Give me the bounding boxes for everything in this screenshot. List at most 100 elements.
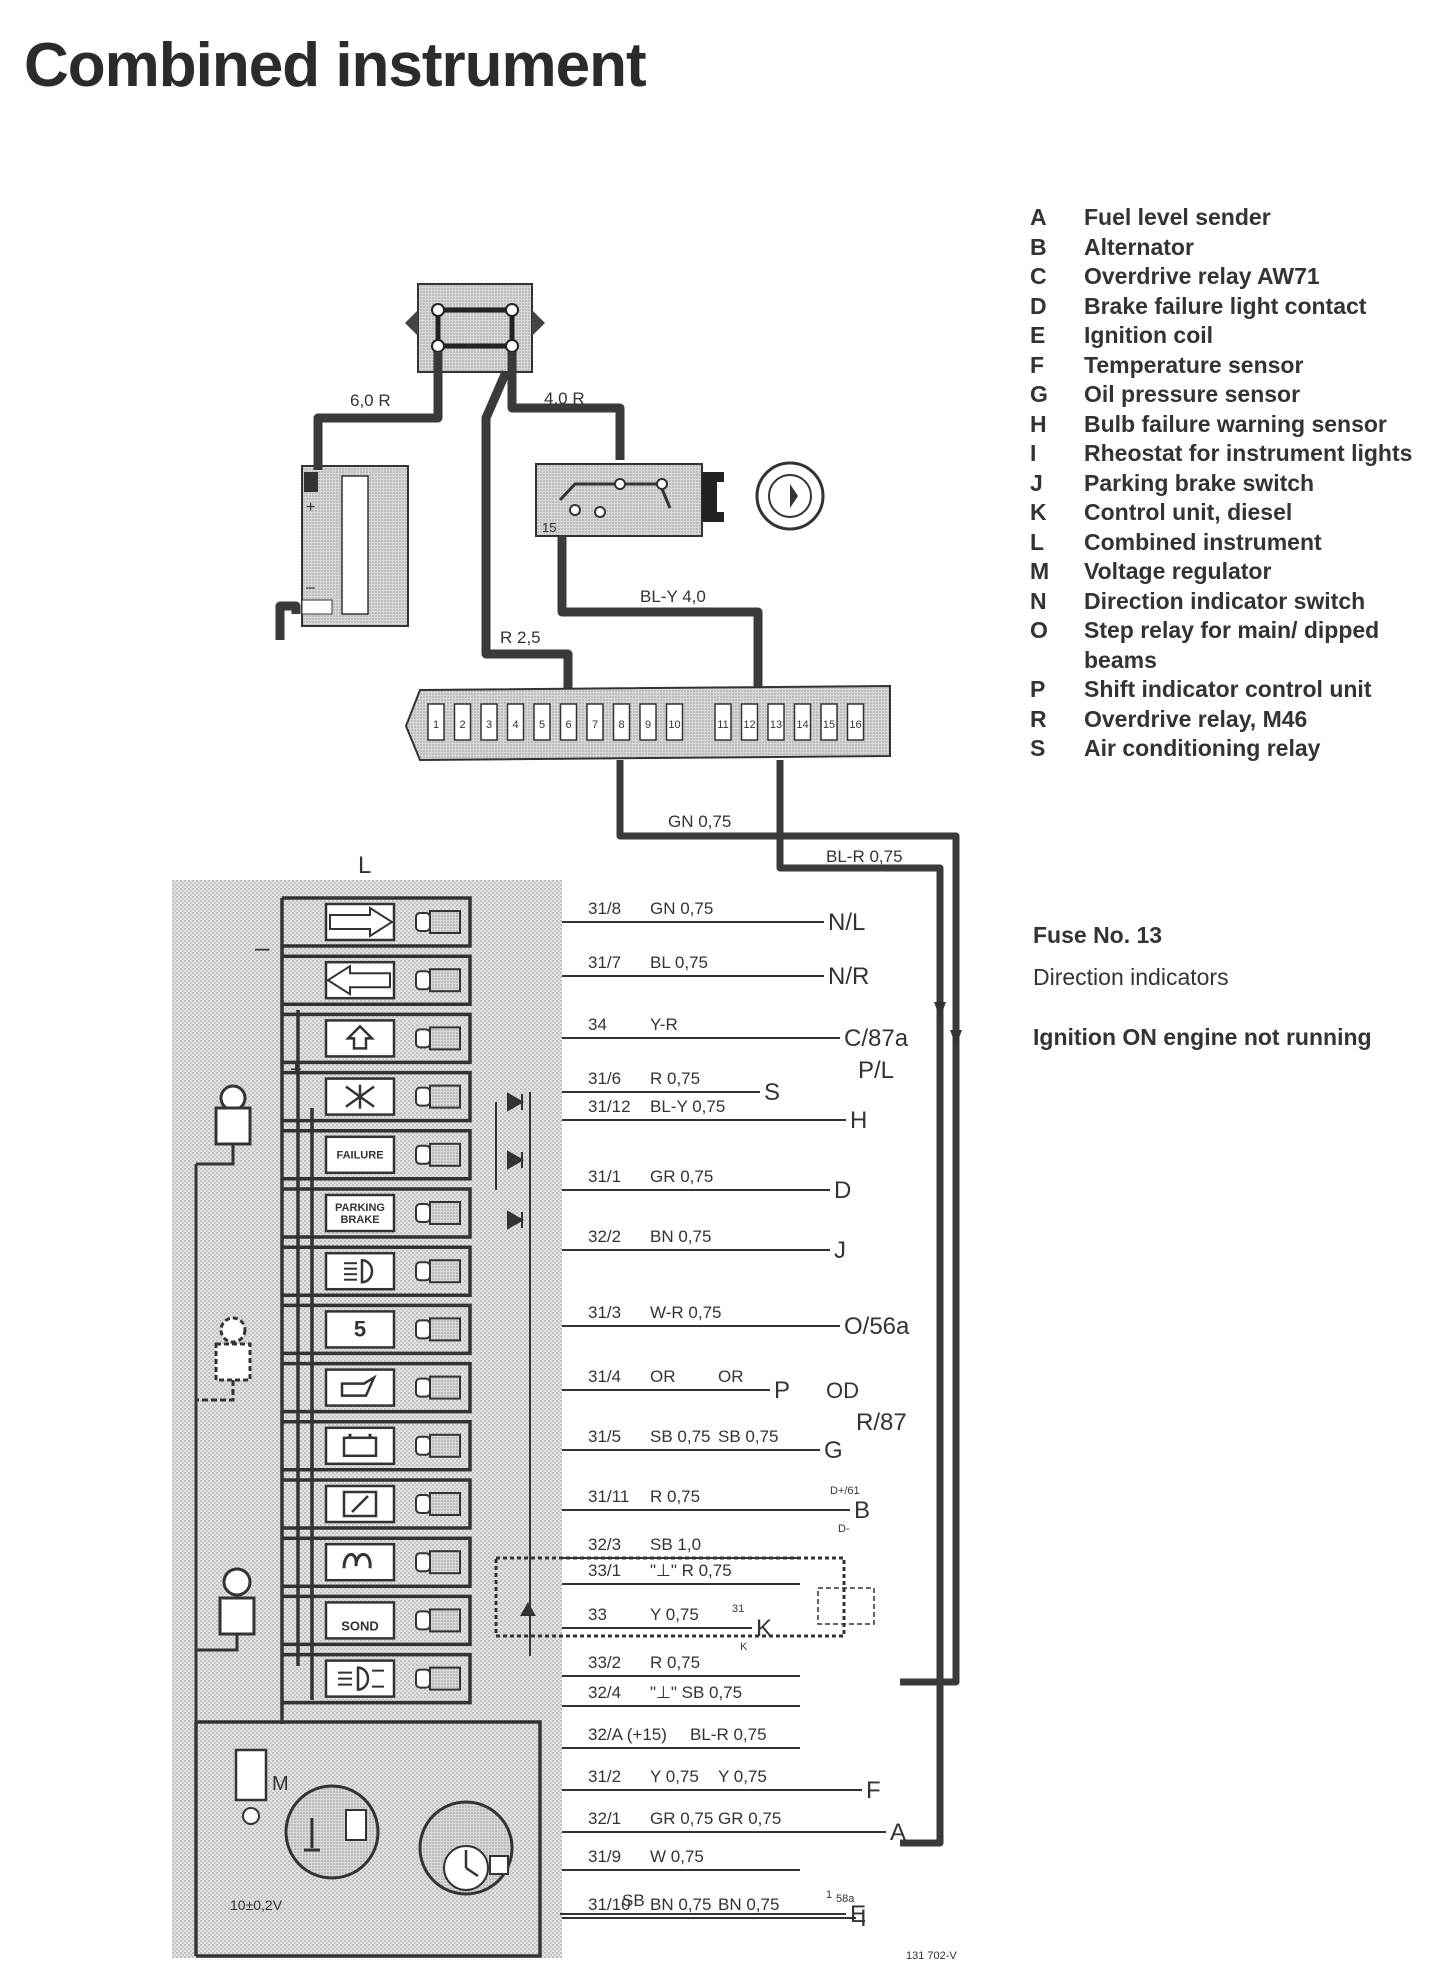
fuse-description: Direction indicators — [1033, 964, 1229, 990]
wire-color-secondary: GR 0,75 — [718, 1809, 781, 1828]
voltage-label: 10±0,2V — [230, 1897, 283, 1913]
legend-item: P Shift indicator control unit — [1030, 675, 1420, 705]
wire-color-secondary: BN 0,75 — [718, 1895, 779, 1914]
wire-pin: 31/10 — [588, 1895, 631, 1914]
legend-key: N — [1030, 587, 1047, 614]
fuse-number: 14 — [796, 719, 808, 731]
terminal-label: D+/61 — [830, 1485, 860, 1497]
top-power-wires — [275, 352, 763, 700]
fuse-number: 11 — [717, 719, 728, 731]
wire-color: BN 0,75 — [650, 1227, 711, 1246]
wire-color-secondary: OR — [718, 1367, 744, 1386]
legend-key: L — [1030, 528, 1045, 555]
ac-icon — [345, 1084, 375, 1109]
wire-color: R 0,75 — [650, 1069, 700, 1088]
fuse-slot: 13 — [767, 703, 785, 741]
wire-run: 33/1"⊥" R 0,75 — [562, 1561, 800, 1585]
legend-key: A — [1030, 204, 1047, 230]
main-beam-icon — [344, 1258, 374, 1284]
glow-icon — [342, 1552, 372, 1569]
legend-item: R Overdrive relay, M46 — [1030, 705, 1420, 735]
fuse-slot: 6 — [559, 703, 578, 741]
ignition-note: Ignition ON engine not running — [1033, 1024, 1372, 1050]
telltale-oil — [282, 1361, 472, 1414]
fuse-slot: 4 — [506, 703, 525, 741]
wire-destination: B — [854, 1497, 870, 1524]
legend-text: Overdrive relay AW71 — [1084, 263, 1320, 289]
legend-text: Overdrive relay, M46 — [1084, 705, 1308, 732]
wire-label-left: 6,0 R — [350, 391, 391, 410]
wire-color: R 0,75 — [650, 1487, 700, 1506]
legend-text: Combined instrument — [1084, 528, 1322, 555]
wire-color: W 0,75 — [650, 1847, 704, 1866]
battery-icon — [342, 1433, 378, 1458]
wire-pin: 31/4 — [588, 1367, 621, 1386]
wire-label-switch: BL-Y 4,0 — [640, 587, 706, 606]
legend-key: B — [1030, 233, 1047, 260]
legend-text: Shift indicator control unit — [1084, 676, 1372, 702]
legend-key: R — [1030, 705, 1047, 732]
legend-text: Fuel level sender — [1084, 204, 1271, 230]
fog-icon — [338, 1666, 384, 1691]
wire-color: R 0,75 — [650, 1653, 700, 1672]
legend-key: K — [1030, 499, 1047, 525]
wire-destination: A — [890, 1819, 906, 1846]
wire-destination: I — [860, 1905, 867, 1932]
wire-destination: H — [850, 1107, 867, 1134]
fuse-number: 9 — [645, 719, 651, 731]
wire-pin: 31/2 — [588, 1767, 621, 1786]
fuse-slot: 5 — [533, 703, 551, 741]
legend-text: Voltage regulator — [1084, 558, 1272, 584]
fuse-number: 3 — [486, 719, 492, 731]
terminal-label-secondary: K — [740, 1641, 748, 1653]
legend-key: O — [1030, 617, 1048, 643]
wire-pin: 33/2 — [588, 1653, 621, 1672]
telltale-shift-up — [282, 1012, 472, 1065]
wire-color: SB — [622, 1891, 645, 1910]
wire-destination: N/L — [828, 909, 865, 936]
wire-pin: 31/1 — [588, 1167, 621, 1186]
wire-pin: 32/1 — [588, 1809, 621, 1828]
fuse-number: 15 — [823, 719, 835, 731]
fuse-label: Fuse No. 13 — [1033, 922, 1163, 948]
wire-destination: S — [764, 1079, 780, 1106]
fuse-slot: 7 — [586, 703, 604, 741]
wire-pin: 31/3 — [588, 1303, 621, 1322]
ignition-terminal-label: 15 — [542, 520, 556, 535]
wire-pin: 33 — [588, 1605, 607, 1624]
fuse-number: 7 — [592, 719, 598, 731]
fuse-slot: 3 — [480, 703, 498, 741]
wire-destination-od: OD — [826, 1378, 859, 1403]
legend-text: Alternator — [1084, 233, 1194, 260]
fuse-slot: 15 — [820, 703, 838, 741]
wire-pin: 31/7 — [588, 953, 621, 972]
terminal-label: 31 — [732, 1603, 744, 1615]
legend-key: I — [1030, 440, 1037, 466]
wire-label-gn: GN 0,75 — [668, 812, 731, 831]
battery: + – — [301, 465, 409, 627]
wire-color: "⊥" SB 0,75 — [650, 1683, 742, 1702]
telltale-text: SOND — [341, 1619, 379, 1634]
telltale-text: FAILURE — [336, 1149, 383, 1161]
telltale-text: 5 — [354, 1317, 366, 1342]
wire-color: GR 0,75 — [650, 1809, 713, 1828]
fuse-number: 13 — [770, 719, 782, 731]
telltale-sond: SOND — [282, 1594, 472, 1647]
legend-key: P — [1030, 676, 1046, 702]
fuse-slot: 11 — [714, 703, 732, 741]
wire-pin: 32/3 — [588, 1535, 621, 1554]
panel-bulbs — [194, 1084, 256, 1956]
diodes — [495, 1092, 536, 1656]
